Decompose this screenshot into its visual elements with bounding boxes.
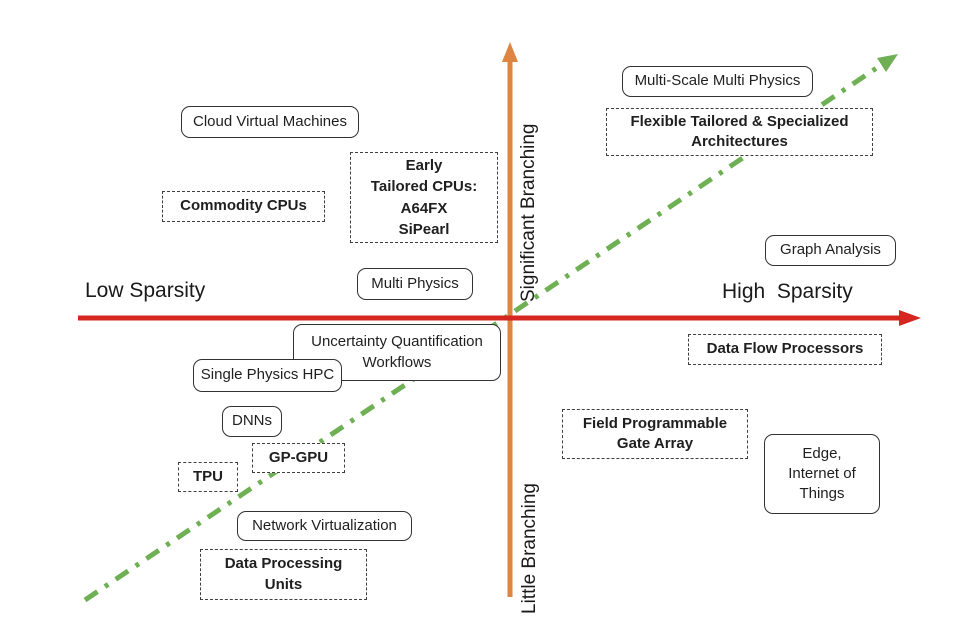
- node-field-programmable-gate-array: Field Programmable Gate Array: [562, 409, 748, 459]
- trend-arrowhead-icon: [877, 54, 898, 72]
- node-commodity-cpus: Commodity CPUs: [162, 191, 325, 222]
- trend-line: [83, 62, 883, 603]
- node-multi-physics: Multi Physics: [357, 268, 473, 300]
- node-cloud-virtual-machines: Cloud Virtual Machines: [181, 106, 359, 138]
- node-gp-gpu: GP-GPU: [252, 443, 345, 473]
- node-network-virtualization: Network Virtualization: [237, 511, 412, 541]
- node-data-flow-processors: Data Flow Processors: [688, 334, 882, 365]
- node-graph-analysis: Graph Analysis: [765, 235, 896, 266]
- node-multi-scale-multi-physics: Multi-Scale Multi Physics: [622, 66, 813, 97]
- y-axis-bottom-label: Little Branching: [519, 483, 540, 614]
- node-tpu: TPU: [178, 462, 238, 492]
- node-single-physics-hpc: Single Physics HPC: [193, 359, 342, 392]
- y-axis-top-label: Significant Branching: [518, 123, 539, 303]
- x-axis-arrowhead-icon: [899, 310, 921, 326]
- x-axis-right-label: High Sparsity: [722, 280, 853, 303]
- y-axis-arrowhead-icon: [502, 42, 518, 62]
- node-dnns: DNNs: [222, 406, 282, 437]
- node-data-processing-units: Data Processing Units: [200, 549, 367, 600]
- node-edge-internet-of-things: Edge, Internet of Things: [764, 434, 880, 514]
- node-flexible-tailored-specialized-architectures: Flexible Tailored & Specialized Architec…: [606, 108, 873, 156]
- x-axis-left-label: Low Sparsity: [85, 279, 206, 302]
- node-early-tailored-cpus: Early Tailored CPUs: A64FX SiPearl: [350, 152, 498, 243]
